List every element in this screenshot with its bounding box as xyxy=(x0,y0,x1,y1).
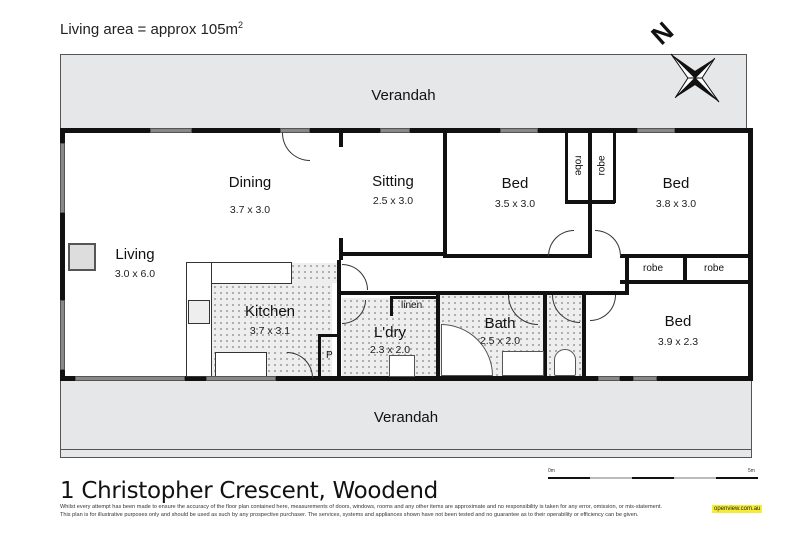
robe-label-1: robe xyxy=(572,155,584,176)
room-name-bath: Bath xyxy=(484,315,516,332)
property-address: 1 Christopher Crescent, Woodend xyxy=(60,478,438,504)
disclaimer-line-1: Whilst every attempt has been made to en… xyxy=(60,504,662,510)
window xyxy=(500,128,538,133)
room-name-kitchen: Kitchen xyxy=(244,303,296,320)
room-name-bed2: Bed xyxy=(662,175,690,192)
window xyxy=(150,128,192,133)
window xyxy=(633,376,657,381)
wall-linen-left xyxy=(390,296,393,316)
room-dims-bed2: 3.8 x 3.0 xyxy=(655,198,697,210)
room-dims-bath: 2.5 x 2.0 xyxy=(479,335,521,347)
window xyxy=(75,376,185,381)
toilet-icon xyxy=(554,349,576,376)
scale-start-label: 0m xyxy=(548,468,555,474)
room-dims-dining: 3.7 x 3.0 xyxy=(229,204,271,216)
window xyxy=(637,128,675,133)
linen-label: linen xyxy=(401,300,423,311)
wall-robe-bottom xyxy=(565,200,615,204)
robe-label-3: robe xyxy=(643,263,664,274)
scale-bar: 0m 5m xyxy=(548,468,758,483)
room-dims-living: 3.0 x 6.0 xyxy=(114,268,156,280)
wall-bed1-bed2 xyxy=(588,133,592,258)
scale-end-label: 5m xyxy=(748,468,755,474)
wall-sitting-bed1 xyxy=(443,133,447,256)
wall-linen xyxy=(390,296,438,299)
wall-sitting-bottom xyxy=(339,252,445,256)
kitchen-floor-upper xyxy=(290,263,338,283)
verandah-bottom: Verandah xyxy=(60,378,752,458)
window xyxy=(598,376,620,381)
room-dims-laundry: 2.3 x 2.0 xyxy=(369,344,411,356)
room-name-laundry: L'dry xyxy=(373,324,407,341)
window xyxy=(60,300,65,370)
compass-rose-icon: N xyxy=(640,8,720,108)
wall-pantry-top xyxy=(318,334,340,337)
kitchen-sink-icon xyxy=(215,352,267,378)
room-name-sitting: Sitting xyxy=(372,173,414,190)
disclaimer-line-2: This plan is for illustrative purposes o… xyxy=(60,511,639,518)
room-dims-bed3: 3.9 x 2.3 xyxy=(657,336,699,348)
wall-pantry-left xyxy=(318,334,321,379)
room-name-dining: Dining xyxy=(228,174,272,191)
footer-divider xyxy=(60,449,752,450)
openview-logo: openview.com.au xyxy=(712,505,763,513)
verandah-top: Verandah xyxy=(60,54,747,131)
disclaimer: Whilst every attempt has been made to en… xyxy=(60,504,700,519)
room-name-living: Living xyxy=(115,246,155,263)
verandah-bottom-label: Verandah xyxy=(373,409,439,426)
north-label: N xyxy=(645,16,679,51)
room-dims-sitting: 2.5 x 3.0 xyxy=(372,195,414,207)
robe-label-2: robe xyxy=(596,155,608,176)
stove-icon xyxy=(188,300,210,324)
wall-robes-divider xyxy=(683,257,687,282)
wall-hall-bottom xyxy=(339,291,629,295)
wall-bed3-top xyxy=(620,280,753,284)
wall-bed3-left xyxy=(582,291,586,381)
wall-dining-sitting-top xyxy=(339,133,343,147)
window xyxy=(60,143,65,213)
wall-bath-wc xyxy=(543,291,547,381)
room-name-bed1: Bed xyxy=(501,175,529,192)
room-name-bed3: Bed xyxy=(664,313,692,330)
window xyxy=(206,376,276,381)
window xyxy=(380,128,410,133)
room-dims-bed1: 3.5 x 3.0 xyxy=(494,198,536,210)
verandah-top-label: Verandah xyxy=(371,87,436,104)
window xyxy=(280,128,310,133)
wall-robe-right xyxy=(613,133,616,203)
robe-label-4: robe xyxy=(704,263,725,274)
wall-bed1-bottom xyxy=(443,254,588,258)
wall-laundry-bath xyxy=(436,291,440,381)
wall-robe-left xyxy=(565,133,568,203)
wall-robe3-left xyxy=(625,257,629,293)
room-dims-kitchen: 3.7 x 3.1 xyxy=(249,325,291,337)
living-area-text: Living area = approx 105m xyxy=(60,21,239,38)
fireplace-icon xyxy=(68,243,96,271)
laundry-tub-icon xyxy=(389,355,415,377)
wall-kitchen-laundry xyxy=(337,260,341,381)
pantry-label: P xyxy=(326,350,333,361)
living-area-label: Living area = approx 105m2 xyxy=(60,20,243,38)
wall-bed2-bottom xyxy=(620,254,753,258)
wall-dining-sitting-bottom xyxy=(339,238,343,260)
superscript-2: 2 xyxy=(238,20,244,30)
basin-icon xyxy=(502,351,544,376)
